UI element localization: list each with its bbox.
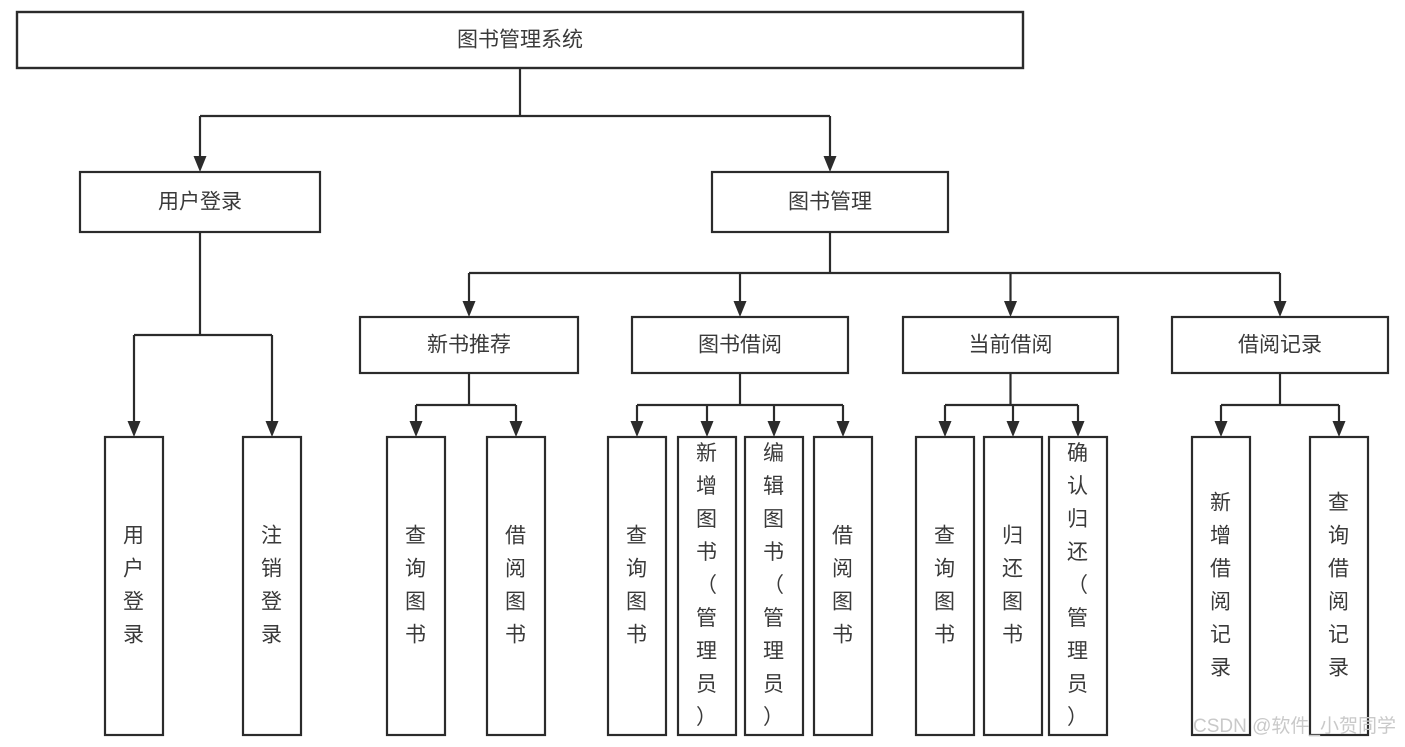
node-label: 当前借阅 — [969, 334, 1053, 357]
edge-group-book-manage — [462, 232, 1287, 317]
node-label: 查询图书 — [405, 524, 427, 646]
arrow-head-icon — [127, 421, 141, 437]
node-box[interactable] — [78, 170, 322, 234]
node-box[interactable] — [901, 315, 1120, 375]
node-box[interactable] — [676, 435, 738, 737]
edge-group-root — [193, 68, 837, 172]
node-label: 借阅记录 — [1238, 334, 1322, 357]
node-box[interactable] — [982, 435, 1044, 737]
node-label: 图书管理系统 — [457, 29, 583, 52]
arrow-head-icon — [409, 421, 423, 437]
node-box[interactable] — [914, 435, 976, 737]
node-leaf-logout[interactable]: 注销登录 — [241, 435, 303, 737]
node-box[interactable] — [606, 435, 668, 737]
node-label: 用户登录 — [123, 524, 145, 646]
node-leaf-borrow-book-2[interactable]: 借阅图书 — [812, 435, 874, 737]
arrow-head-icon — [823, 156, 837, 172]
node-box[interactable] — [385, 435, 447, 737]
arrow-head-icon — [836, 421, 850, 437]
arrow-head-icon — [700, 421, 714, 437]
node-label: 图书借阅 — [698, 334, 782, 357]
arrow-head-icon — [462, 301, 476, 317]
node-label: 查询借阅记录 — [1328, 491, 1350, 679]
node-box[interactable] — [710, 170, 950, 234]
node-box[interactable] — [1308, 435, 1370, 737]
node-leaf-confirm-return[interactable]: 确认归还（管理员） — [1047, 435, 1109, 737]
edge-group-book-borrow — [630, 373, 850, 437]
connector-layer — [127, 68, 1346, 437]
watermark: CSDN @软件_小贺同学 — [1193, 715, 1396, 737]
arrow-head-icon — [1004, 301, 1017, 317]
arrow-head-icon — [767, 421, 781, 437]
edge-group-borrow-record — [1214, 373, 1346, 437]
node-box[interactable] — [15, 10, 1025, 70]
arrow-head-icon — [938, 421, 952, 437]
node-leaf-query-book-1[interactable]: 查询图书 — [385, 435, 447, 737]
node-label: 新书推荐 — [427, 334, 511, 357]
node-borrow-record[interactable]: 借阅记录 — [1170, 315, 1390, 375]
node-box[interactable] — [358, 315, 580, 375]
arrow-head-icon — [630, 421, 644, 437]
node-box[interactable] — [743, 435, 805, 737]
edge-group-user-login — [127, 232, 279, 437]
arrow-head-icon — [1006, 421, 1020, 437]
node-leaf-add-record[interactable]: 新增借阅记录 — [1190, 435, 1252, 737]
arrow-head-icon — [733, 301, 747, 317]
node-book-manage[interactable]: 图书管理 — [710, 170, 950, 234]
node-box[interactable] — [1170, 315, 1390, 375]
node-book-borrow[interactable]: 图书借阅 — [630, 315, 850, 375]
node-label: 借阅图书 — [832, 524, 854, 646]
arrow-head-icon — [1071, 421, 1085, 437]
node-box[interactable] — [485, 435, 547, 737]
node-label: 查询图书 — [626, 524, 648, 646]
node-leaf-return-book[interactable]: 归还图书 — [982, 435, 1044, 737]
node-leaf-add-book[interactable]: 新增图书（管理员） — [676, 435, 738, 737]
node-label: 借阅图书 — [505, 524, 527, 646]
node-box[interactable] — [1047, 435, 1109, 737]
node-leaf-edit-book[interactable]: 编辑图书（管理员） — [743, 435, 805, 737]
node-box[interactable] — [103, 435, 165, 737]
edge-group-current-borrow — [938, 373, 1085, 437]
node-new-book-rec[interactable]: 新书推荐 — [358, 315, 580, 375]
node-layer: 图书管理系统用户登录图书管理新书推荐图书借阅当前借阅借阅记录用户登录注销登录查询… — [15, 10, 1390, 737]
node-user-login[interactable]: 用户登录 — [78, 170, 322, 234]
node-label: 新增图书（管理员） — [696, 442, 718, 729]
edge-group-new-book-rec — [409, 373, 523, 437]
node-label: 新增借阅记录 — [1210, 491, 1232, 679]
node-leaf-query-book-3[interactable]: 查询图书 — [914, 435, 976, 737]
node-box[interactable] — [630, 315, 850, 375]
node-root[interactable]: 图书管理系统 — [15, 10, 1025, 70]
node-label: 图书管理 — [788, 191, 872, 214]
arrow-head-icon — [1332, 421, 1346, 437]
arrow-head-icon — [1273, 301, 1287, 317]
node-label: 归还图书 — [1002, 524, 1024, 646]
node-leaf-user-login[interactable]: 用户登录 — [103, 435, 165, 737]
node-box[interactable] — [241, 435, 303, 737]
arrow-head-icon — [265, 421, 279, 437]
arrow-head-icon — [1214, 421, 1228, 437]
node-leaf-borrow-book-1[interactable]: 借阅图书 — [485, 435, 547, 737]
node-box[interactable] — [812, 435, 874, 737]
arrow-head-icon — [193, 156, 207, 172]
node-leaf-query-book-2[interactable]: 查询图书 — [606, 435, 668, 737]
node-label: 查询图书 — [934, 524, 956, 646]
node-label: 编辑图书（管理员） — [763, 442, 785, 729]
node-label: 确认归还（管理员） — [1067, 442, 1089, 729]
node-label: 注销登录 — [261, 524, 283, 646]
node-leaf-query-record[interactable]: 查询借阅记录 — [1308, 435, 1370, 737]
node-label: 用户登录 — [158, 191, 242, 214]
node-current-borrow[interactable]: 当前借阅 — [901, 315, 1120, 375]
node-box[interactable] — [1190, 435, 1252, 737]
arrow-head-icon — [509, 421, 523, 437]
